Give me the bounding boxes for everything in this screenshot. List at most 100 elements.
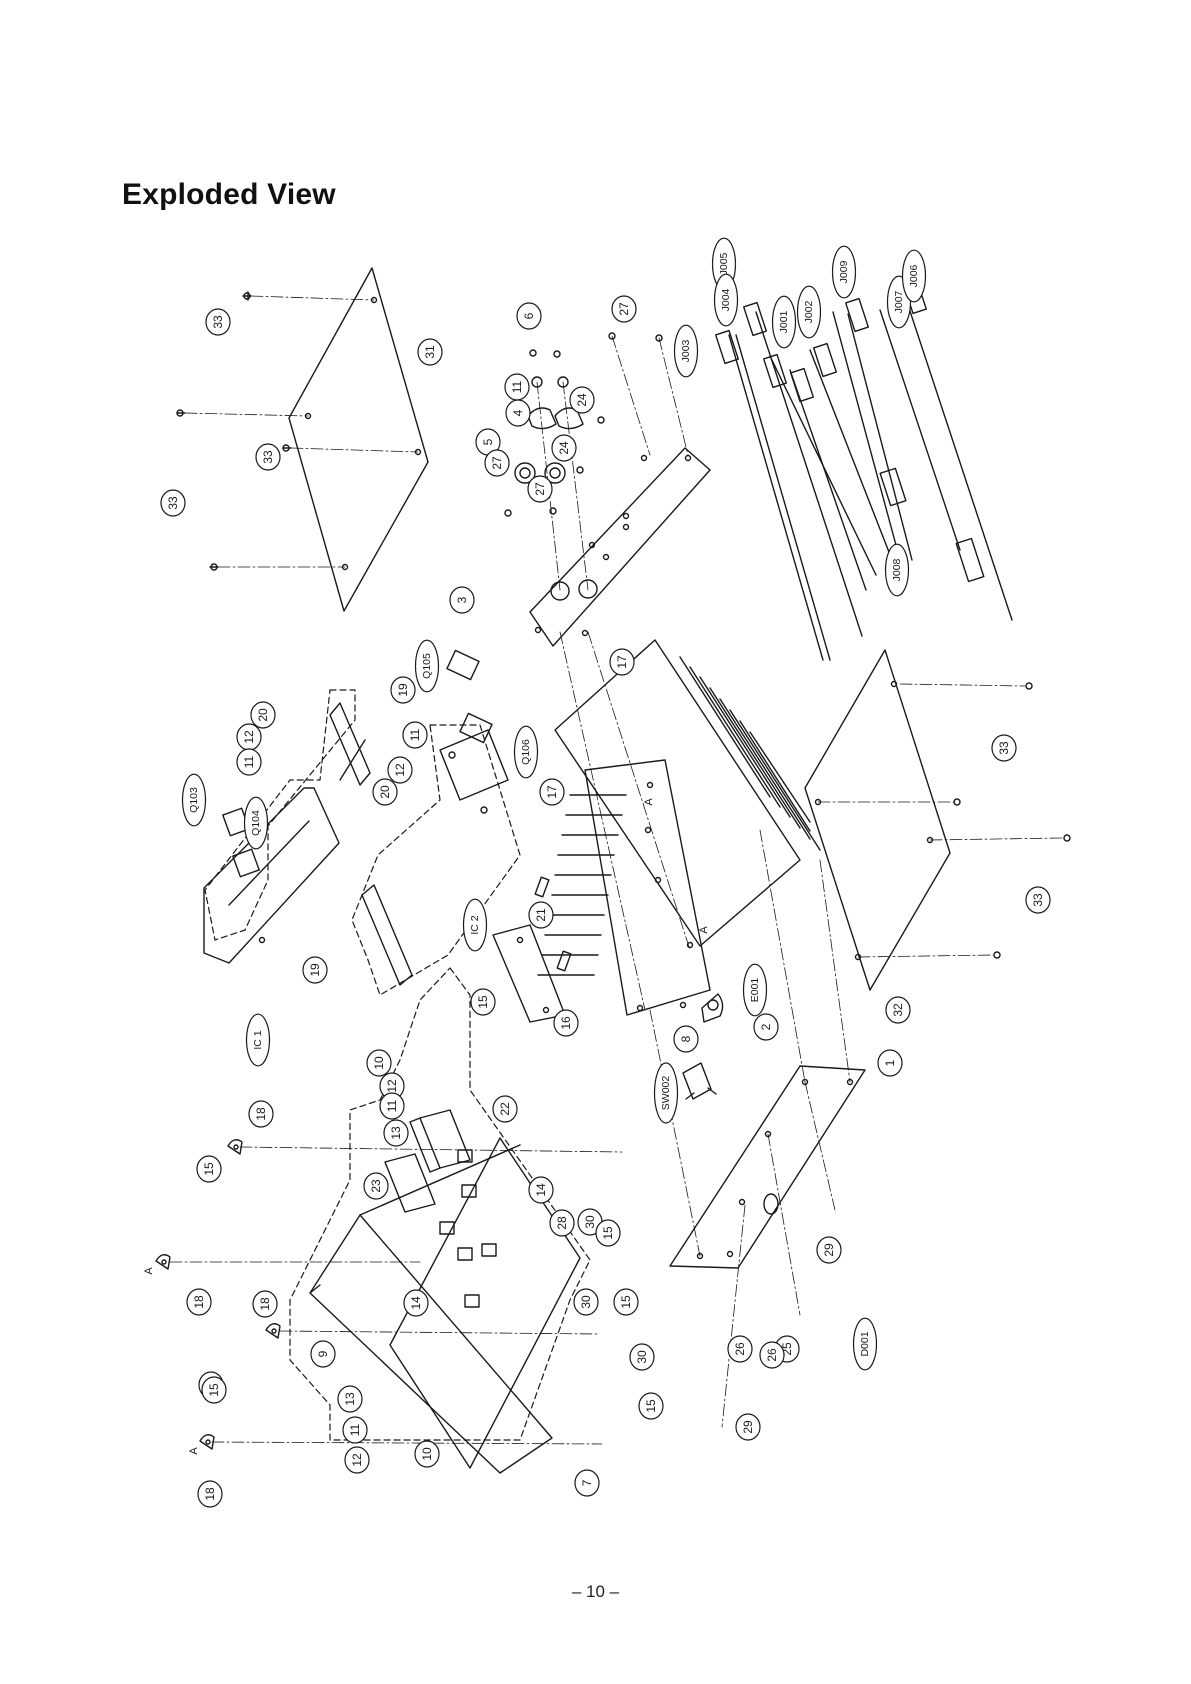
bracket-19-lower <box>361 884 413 986</box>
callout-7: 7 <box>574 1469 600 1497</box>
callout-label: 33 <box>1031 893 1045 907</box>
callout-label: J004 <box>720 288 732 311</box>
heatsink-17-lower <box>537 759 711 1016</box>
callout-20b: 20 <box>250 701 276 729</box>
callout-label: 18 <box>258 1297 272 1311</box>
callout-label: Q103 <box>188 787 200 813</box>
callout-18d: 18 <box>197 1480 223 1508</box>
callout-29b: 29 <box>735 1413 761 1441</box>
callout-label: 15 <box>601 1226 615 1240</box>
callout-33b: 33 <box>255 443 281 471</box>
callout-label: 12 <box>350 1453 364 1467</box>
callout-label: 30 <box>579 1295 593 1309</box>
ic2-assembly <box>439 649 509 814</box>
callout-23: 23 <box>363 1172 389 1200</box>
callout-J002: J002 <box>796 285 822 339</box>
callout-label: 29 <box>822 1243 836 1257</box>
callout-33a: 33 <box>205 308 231 336</box>
callout-3: 3 <box>449 586 475 614</box>
callout-label: 33 <box>997 741 1011 755</box>
callout-label: 32 <box>891 1003 905 1017</box>
callout-label: 13 <box>343 1392 357 1406</box>
callout-Q104: Q104 <box>243 796 269 850</box>
reference-marker-A1: A <box>643 798 655 806</box>
callout-label: 33 <box>261 450 275 464</box>
callout-28: 28 <box>549 1209 575 1237</box>
callout-8: 8 <box>673 1025 699 1053</box>
callout-9: 9 <box>310 1340 336 1368</box>
chassis-9 <box>309 1144 553 1474</box>
callout-label: 17 <box>615 655 629 669</box>
callout-22: 22 <box>492 1095 518 1123</box>
callout-label: 15 <box>202 1162 216 1176</box>
callout-label: 1 <box>883 1059 897 1066</box>
callout-30b: 30 <box>573 1288 599 1316</box>
callout-12d: 12 <box>344 1446 370 1474</box>
callout-label: 23 <box>369 1179 383 1193</box>
callout-label: 13 <box>389 1126 403 1140</box>
callout-label: 11 <box>408 728 422 741</box>
callout-27c: 27 <box>527 475 553 503</box>
callout-label: Q105 <box>421 653 433 679</box>
callout-label: J009 <box>838 260 850 283</box>
callout-label: J007 <box>893 290 905 313</box>
callout-15c: 15 <box>595 1219 621 1247</box>
page-title: Exploded View <box>122 178 336 211</box>
callout-IC2: IC 2 <box>462 898 488 952</box>
callout-label: Q106 <box>520 739 532 765</box>
callout-29a: 29 <box>816 1236 842 1264</box>
guide-lines <box>169 295 1063 1445</box>
callout-J001: J001 <box>771 295 797 349</box>
callout-J009: J009 <box>831 245 857 299</box>
callout-label: D001 <box>859 1331 871 1356</box>
callout-33d: 33 <box>991 734 1017 762</box>
callout-15g: 15 <box>201 1376 227 1404</box>
callout-label: 15 <box>644 1399 658 1413</box>
callout-label: 9 <box>316 1350 330 1357</box>
callout-label: 27 <box>533 482 547 496</box>
callout-18b: 18 <box>186 1288 212 1316</box>
cables-j-series <box>715 279 1013 661</box>
callout-11b: 11 <box>402 721 428 749</box>
mount-plate-16 <box>492 924 566 1023</box>
brackets-18 <box>155 1139 281 1450</box>
callout-5: 5 <box>475 428 501 456</box>
callout-32: 32 <box>885 996 911 1024</box>
callout-E001: E001 <box>742 963 768 1017</box>
callout-label: 15 <box>476 995 490 1009</box>
callout-label: J003 <box>680 339 692 362</box>
bracket-19-upper <box>329 702 371 786</box>
callout-label: 11 <box>242 755 256 768</box>
callout-30c: 30 <box>629 1343 655 1371</box>
callout-Q103: Q103 <box>181 773 207 827</box>
callout-11d: 11 <box>379 1092 405 1120</box>
callout-label: J006 <box>908 264 920 287</box>
callout-label: 24 <box>557 441 571 455</box>
callout-label: 14 <box>534 1183 548 1197</box>
callout-21: 21 <box>528 901 554 929</box>
callout-label: 33 <box>211 315 225 329</box>
callout-J003: J003 <box>673 324 699 378</box>
callout-18c: 18 <box>252 1290 278 1318</box>
callout-label: 10 <box>420 1447 434 1461</box>
callout-D001: D001 <box>852 1317 878 1371</box>
callout-label: 27 <box>617 302 631 316</box>
callout-label: 8 <box>679 1035 693 1042</box>
callout-label: Q104 <box>250 810 262 836</box>
callout-33c: 33 <box>160 489 186 517</box>
reference-marker-A2: A <box>698 926 710 934</box>
callout-label: J002 <box>803 300 815 323</box>
callout-label: 4 <box>511 409 525 416</box>
callout-19a: 19 <box>390 676 416 704</box>
callout-13a: 13 <box>383 1119 409 1147</box>
connector-E001 <box>701 993 724 1023</box>
callout-label: 10 <box>372 1056 386 1070</box>
callout-label: 28 <box>555 1216 569 1230</box>
callout-label: 30 <box>583 1215 597 1229</box>
callout-15d: 15 <box>613 1288 639 1316</box>
callout-label: 26 <box>765 1348 779 1362</box>
